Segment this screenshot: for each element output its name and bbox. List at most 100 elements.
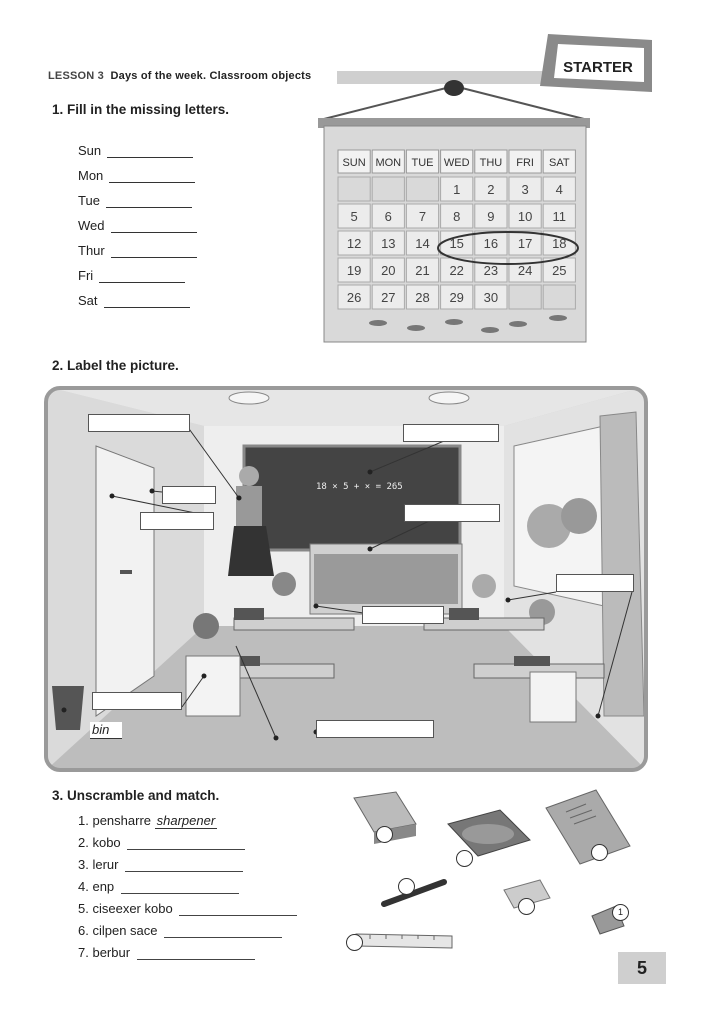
label-box-door-handle[interactable]	[162, 486, 216, 504]
answer-line[interactable]	[103, 294, 190, 308]
answer-line[interactable]	[179, 903, 298, 916]
label-box-laptop[interactable]	[362, 606, 444, 624]
day-cell	[542, 284, 576, 310]
day-number: 3	[521, 182, 528, 197]
label-box-door[interactable]	[140, 512, 214, 530]
match-circle-ruler[interactable]	[346, 934, 363, 951]
answer-line[interactable]	[105, 194, 192, 208]
day-number: 6	[385, 209, 392, 224]
student	[193, 613, 219, 639]
lesson-heading: LESSON 3 Days of the week. Classroom obj…	[48, 70, 311, 82]
day-number: 24	[518, 263, 532, 278]
day-number: 21	[415, 263, 429, 278]
calendar-pin-icon	[444, 80, 464, 96]
label-box-desk[interactable]	[316, 720, 434, 738]
answer-line[interactable]	[109, 169, 196, 183]
weekday-cell	[474, 149, 508, 174]
weekday-cell	[508, 149, 542, 174]
day-number: 10	[518, 209, 532, 224]
answer-line[interactable]	[99, 269, 186, 283]
day-abbrev: Fri	[78, 268, 94, 283]
label-box-teacher-desk[interactable]	[404, 504, 500, 522]
unscramble-item: 1. pensharre sharpener	[78, 813, 218, 829]
weekday-cell	[542, 149, 576, 174]
unscramble-item: 3. lerur	[78, 857, 244, 872]
item-number: 5.	[78, 901, 89, 916]
match-circle-rubber[interactable]	[518, 898, 535, 915]
match-circle-book[interactable]	[376, 826, 393, 843]
day-cell	[337, 203, 371, 229]
day-number: 14	[415, 236, 429, 251]
day-row: Fri	[78, 268, 186, 283]
laptop-icon	[514, 656, 550, 666]
day-cell	[337, 257, 371, 283]
scrambled-word: lerur	[92, 857, 119, 872]
day-number: 11	[553, 209, 567, 224]
day-number: 8	[453, 209, 460, 224]
answer-line[interactable]	[110, 219, 197, 233]
scrambled-word: cilpen sace	[92, 923, 158, 938]
day-cell	[405, 203, 440, 229]
day-number: 28	[415, 290, 429, 305]
day-number: 19	[347, 263, 361, 278]
answer-line[interactable]	[120, 881, 239, 894]
weekday-label: SUN	[342, 157, 365, 169]
teacher	[239, 466, 259, 486]
exercise2-title: 2. Label the picture.	[52, 358, 179, 373]
day-cell	[405, 176, 440, 202]
day-cell	[405, 230, 440, 256]
label-box-blackboard[interactable]	[403, 424, 499, 442]
day-cell	[337, 230, 371, 256]
answer-line[interactable]	[107, 144, 194, 158]
answer-line[interactable]	[127, 837, 246, 850]
item-number: 7.	[78, 945, 89, 960]
door-handle-icon	[120, 570, 132, 574]
day-number: 27	[381, 290, 395, 305]
day-abbrev: Wed	[78, 218, 105, 233]
day-cell	[508, 203, 542, 229]
weekday-label: THU	[480, 157, 503, 169]
day-number: 5	[350, 209, 357, 224]
match-circle-pencil-case[interactable]	[456, 850, 473, 867]
item-number: 2.	[78, 835, 89, 850]
chair	[185, 655, 241, 717]
scrambled-word: ciseexer kobo	[92, 901, 173, 916]
day-number: 26	[347, 290, 361, 305]
scrambled-word: enp	[92, 879, 115, 894]
day-abbrev: Thur	[78, 243, 105, 258]
day-row: Tue	[78, 193, 192, 208]
day-abbrev: Sun	[78, 143, 102, 158]
day-number: 12	[347, 236, 361, 251]
match-circle-exercise-book[interactable]	[591, 844, 608, 861]
unscramble-item: 6. cilpen sace	[78, 923, 283, 938]
day-row: Sun	[78, 143, 194, 158]
day-cell	[440, 203, 474, 229]
weekday-label: SAT	[549, 157, 570, 169]
pencil-case-icon	[447, 809, 531, 857]
board-equation: 18 × 5 + × = 265	[316, 482, 403, 492]
label-box-chair[interactable]	[92, 692, 182, 710]
day-cell	[337, 284, 371, 310]
answer-line[interactable]	[164, 925, 283, 938]
label-box-window[interactable]	[556, 574, 634, 592]
lesson-number: LESSON 3	[48, 70, 105, 82]
day-cell	[337, 176, 371, 202]
day-cell	[371, 284, 405, 310]
day-number: 25	[552, 263, 566, 278]
weekday-label: TUE	[412, 157, 434, 169]
answer-line[interactable]	[110, 244, 197, 258]
holiday-circle	[437, 231, 579, 265]
match-circle-pen[interactable]	[398, 878, 415, 895]
fish-decoration-icon	[369, 315, 567, 333]
exercise1-title: 1. Fill in the missing letters.	[52, 102, 230, 117]
laptop-icon	[234, 608, 264, 620]
day-cell	[508, 176, 542, 202]
exercise-book-icon	[545, 789, 631, 865]
day-number: 22	[449, 263, 463, 278]
label-box-teacher[interactable]	[88, 414, 190, 432]
match-circle-sharpener: 1	[612, 904, 629, 921]
answer-line[interactable]	[125, 859, 244, 872]
answer-line[interactable]	[136, 947, 255, 960]
weekday-cell	[405, 149, 440, 174]
day-cell	[371, 176, 405, 202]
